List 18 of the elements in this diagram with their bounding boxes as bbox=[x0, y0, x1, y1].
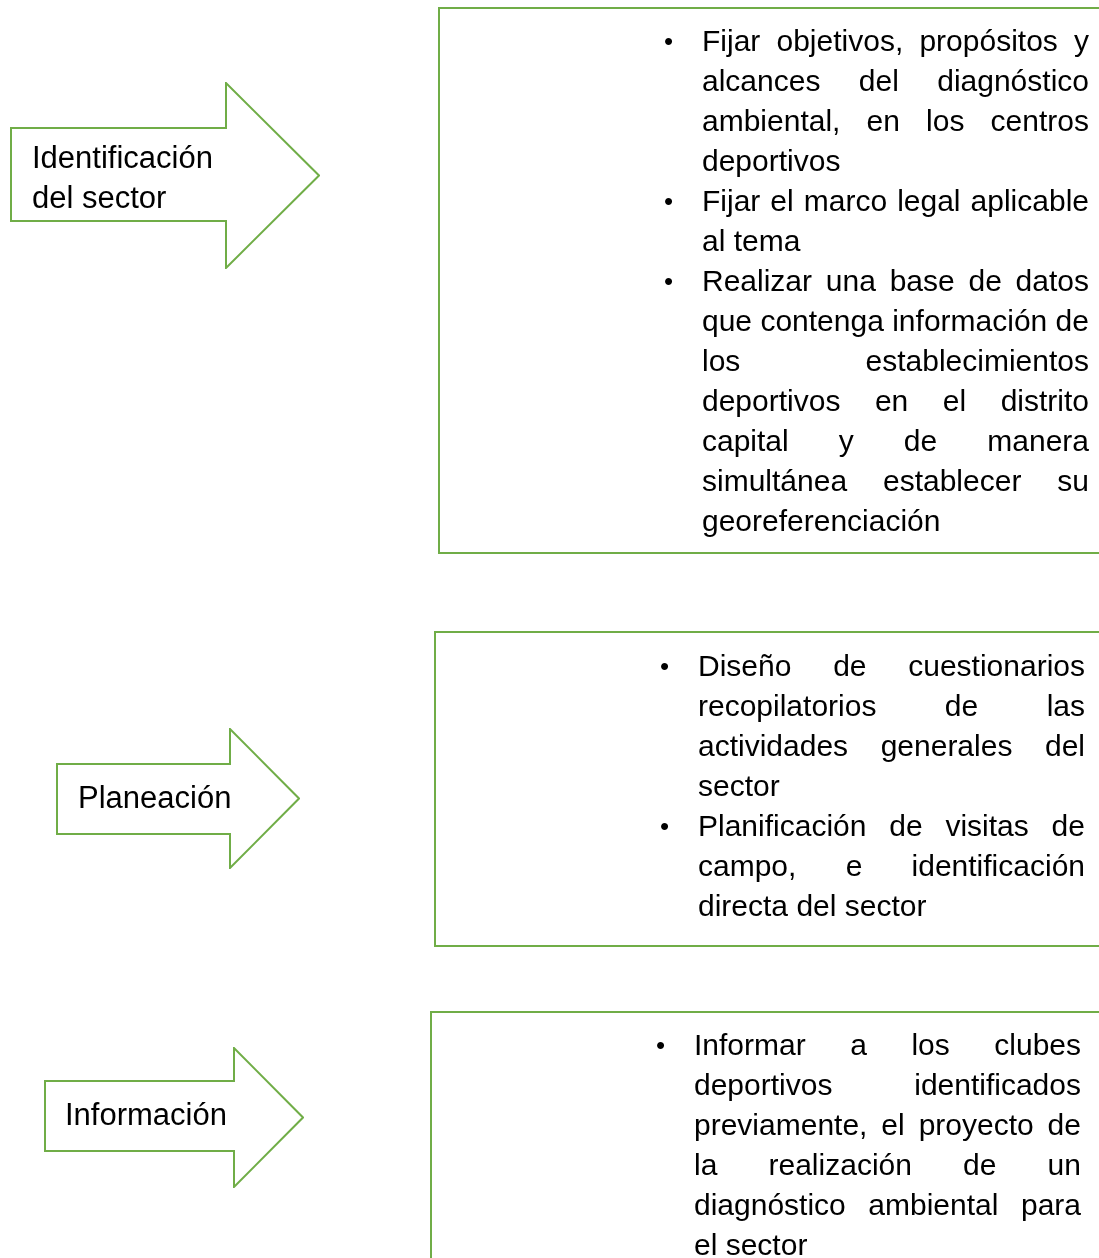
text-box bbox=[430, 1011, 1099, 1258]
bullet-text: Realizar una base de datos que contenga información de los establecimientos deportivos en el distrito capital y de manera simultánea establecer su georeferenciación bbox=[702, 263, 1089, 539]
text-box bbox=[438, 7, 1099, 554]
bullet-point: • bbox=[663, 25, 675, 58]
bullet-point: • bbox=[663, 185, 675, 218]
bullet-text: Diseño de cuestionarios recopilatorios de las actividades generales del sector bbox=[698, 648, 1085, 804]
bullet-text: Informar a los clubes deportivos identificados previamente, el proyecto de la realización de un diagnóstico ambiental para el sector bbox=[694, 1027, 1081, 1258]
bullet-point: • bbox=[663, 265, 675, 298]
bullet-point: • bbox=[659, 810, 671, 843]
bullet-text: Fijar objetivos, propósitos y alcances del diagnóstico ambiental, en los centros deportivos bbox=[702, 23, 1089, 179]
arrow-label: Planeación bbox=[78, 779, 233, 817]
bullet-point: • bbox=[659, 650, 671, 683]
bullet-point: • bbox=[655, 1029, 667, 1062]
arrow-label: Información bbox=[65, 1096, 228, 1134]
arrow-label: Identificación del sector bbox=[32, 139, 214, 217]
bullet-text: Planificación de visitas de campo, e identificación directa del sector bbox=[698, 808, 1085, 924]
text-box bbox=[434, 631, 1099, 947]
bullet-text: Fijar el marco legal aplicable al tema bbox=[702, 183, 1089, 259]
